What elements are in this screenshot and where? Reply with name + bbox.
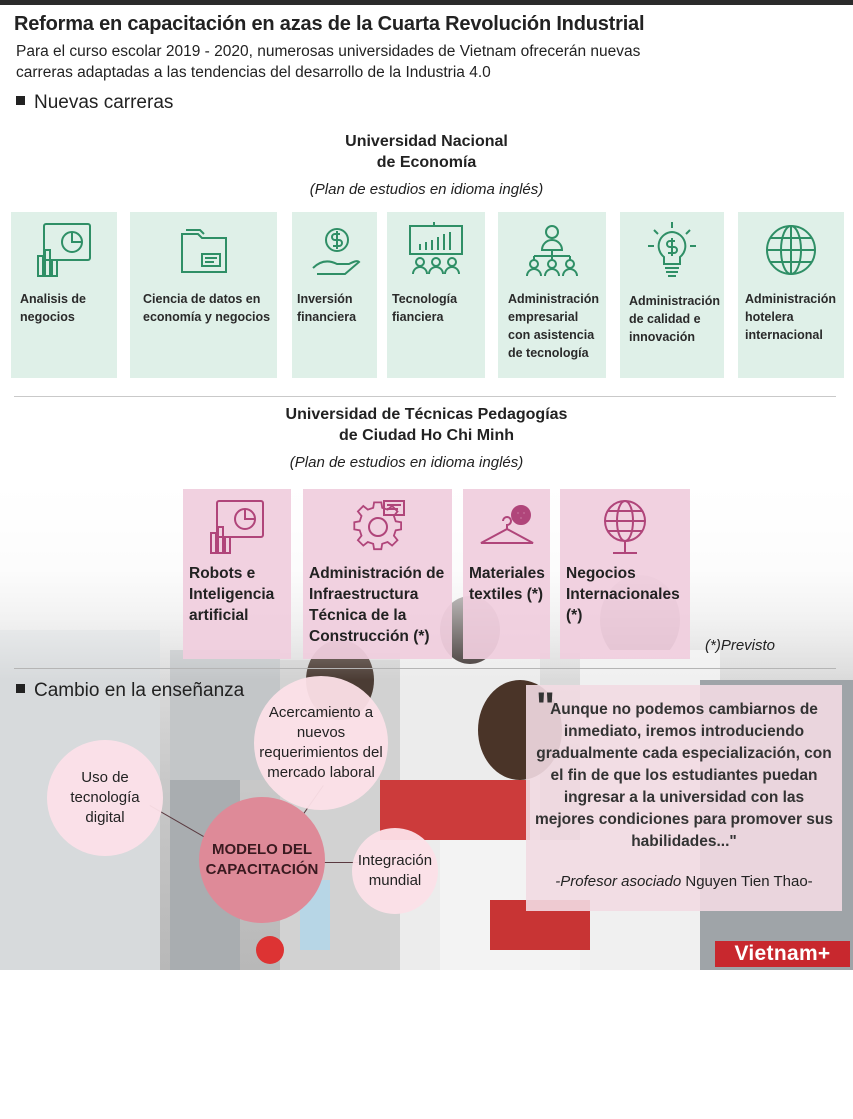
career-card: Inversión financiera <box>292 212 377 378</box>
career-label: Robots e Inteligencia artificial <box>189 565 275 624</box>
section-label: Nuevas carreras <box>34 92 174 113</box>
globe-icon <box>761 220 821 285</box>
folder-icon <box>174 220 234 285</box>
career-label: Administración de calidad e innovación <box>629 294 720 344</box>
career-label: Administración de Infraestructura Técnic… <box>309 565 445 645</box>
career-label: Administración hotelera internacional <box>745 292 836 342</box>
model-circle-market: Acercamiento a nuevos requerimientos del… <box>254 676 388 810</box>
career-card: Tecnología fianciera <box>387 212 485 378</box>
vietnamplus-logo: Vietnam+ <box>715 941 850 967</box>
university1-note: (Plan de estudios en idioma inglés) <box>309 181 544 198</box>
career-label: Tecnología fianciera <box>392 292 458 324</box>
gear-icon <box>348 497 408 562</box>
bullet-square-icon <box>16 96 25 105</box>
career-label: Administración empresarial con asistenci… <box>508 292 599 360</box>
footnote-previsto: (*)Previsto <box>705 637 776 654</box>
university1-name-line1: Universidad Nacional <box>345 133 508 150</box>
presentation-icon <box>406 220 466 285</box>
model-market-label: Acercamiento a nuevos requerimientos del… <box>259 704 383 781</box>
career-label: Negocios Internacionales (*) <box>566 565 680 624</box>
university1-name: Universidad Nacional de Economía <box>0 131 853 173</box>
lightbulb-icon <box>642 220 702 285</box>
section-teaching-change: Cambio en la enseñanza <box>16 680 244 702</box>
section-label: Cambio en la enseñanza <box>34 680 245 701</box>
model-global-label: Integración mundial <box>357 852 433 889</box>
quote-box: " Aunque no podemos cambiarnos de inmedi… <box>526 685 842 911</box>
money-hand-icon <box>307 220 363 285</box>
university1-name-line2: de Economía <box>376 154 477 171</box>
section-divider <box>14 396 836 397</box>
model-circle-global: Integración mundial <box>352 828 438 914</box>
career-card: Analisis de negocios <box>11 212 117 378</box>
model-digital-label: Uso de tecnología digital <box>70 769 140 826</box>
chart-monitor-icon <box>34 220 94 285</box>
quote-author-name: Nguyen Tien Thao- <box>685 873 813 890</box>
org-chart-icon <box>522 220 582 285</box>
university2-name: Universidad de Técnicas Pedagogías de Ci… <box>0 404 853 446</box>
career-label: Ciencia de datos en economía y negocios <box>143 292 271 324</box>
section-new-careers: Nuevas carreras <box>16 92 173 114</box>
career-label: Materiales textiles (*) <box>469 565 545 603</box>
section-divider <box>14 668 836 669</box>
career-card: Materiales textiles (*) <box>463 489 550 659</box>
quote-author: -Profesor asociado Nguyen Tien Thao- <box>526 873 842 890</box>
university2-note: (Plan de estudios en idioma inglés) <box>289 454 524 471</box>
quote-text: Aunque no podemos cambiarnos de inmediat… <box>534 701 834 850</box>
model-circle-digital: Uso de tecnología digital <box>47 740 163 856</box>
career-label: Analisis de negocios <box>20 292 86 324</box>
career-card: Administración de Infraestructura Técnic… <box>303 489 452 659</box>
bullet-square-icon <box>16 684 25 693</box>
career-card: Administración de calidad e innovación <box>620 212 724 378</box>
career-card: Administración empresarial con asistenci… <box>498 212 606 378</box>
career-card: Negocios Internacionales (*) <box>560 489 690 659</box>
model-connector <box>320 862 360 863</box>
model-circle-core: MODELO DEL CAPACITACIÓN <box>199 797 325 923</box>
top-bar <box>0 0 853 5</box>
career-card: Robots e Inteligencia artificial <box>183 489 291 659</box>
page-title: Reforma en capacitación en azas de la Cu… <box>14 13 645 35</box>
career-card: Ciencia de datos en economía y negocios <box>130 212 277 378</box>
globe-icon <box>595 497 655 562</box>
page-subtitle: Para el curso escolar 2019 - 2020, numer… <box>16 43 641 81</box>
career-label: Inversión financiera <box>297 292 357 324</box>
chart-monitor-icon <box>207 497 267 562</box>
university2-name-line1: Universidad de Técnicas Pedagogías <box>285 406 568 423</box>
hanger-icon <box>477 497 537 562</box>
quote-author-title: -Profesor asociado <box>555 873 682 890</box>
university2-name-line2: de Ciudad Ho Chi Minh <box>338 427 515 444</box>
career-card: Administración hotelera internacional <box>738 212 844 378</box>
model-core-label: MODELO DEL CAPACITACIÓN <box>205 841 319 878</box>
quote-mark-icon: " <box>536 685 555 729</box>
